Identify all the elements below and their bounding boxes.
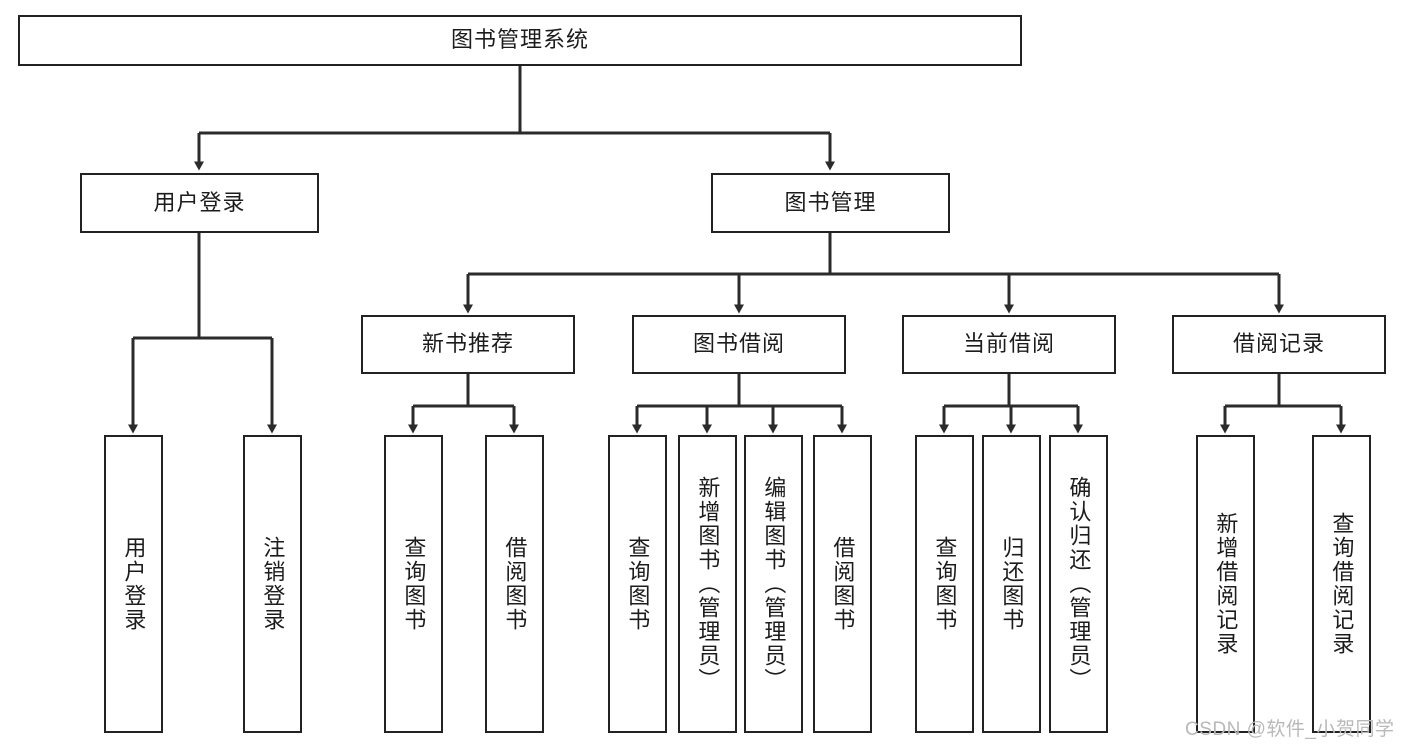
node-label: 编辑图书（管理员） <box>761 476 787 692</box>
node-current-borrow[interactable]: 当前借阅 <box>902 315 1116 374</box>
node-label: 图书借阅 <box>692 331 785 357</box>
node-label: 确认归还（管理员） <box>1066 476 1092 692</box>
leaf-query-borrow-record[interactable]: 查询借阅记录 <box>1312 435 1371 733</box>
csdn-watermark: CSDN @软件_小贺同学 <box>1185 719 1395 740</box>
node-label: 归还图书 <box>999 536 1025 632</box>
leaf-borrow-book-recommend[interactable]: 借阅图书 <box>485 435 544 733</box>
node-book-management[interactable]: 图书管理 <box>711 173 950 233</box>
node-book-borrow[interactable]: 图书借阅 <box>632 315 846 374</box>
node-label: 借阅图书 <box>502 536 528 632</box>
leaf-user-login[interactable]: 用户登录 <box>104 435 163 733</box>
node-user-login[interactable]: 用户登录 <box>80 173 319 233</box>
leaf-query-book-current[interactable]: 查询图书 <box>915 435 974 733</box>
node-label: 查询借阅记录 <box>1329 512 1355 656</box>
node-label: 用户登录 <box>121 536 147 632</box>
node-label: 查询图书 <box>401 536 427 632</box>
leaf-confirm-return-admin[interactable]: 确认归还（管理员） <box>1049 435 1108 733</box>
leaf-query-book-borrow[interactable]: 查询图书 <box>608 435 667 733</box>
node-label: 注销登录 <box>260 536 286 632</box>
leaf-query-book-recommend[interactable]: 查询图书 <box>384 435 443 733</box>
node-label: 新增图书（管理员） <box>695 476 721 692</box>
node-label: 新书推荐 <box>421 331 514 357</box>
node-root[interactable]: 图书管理系统 <box>18 15 1022 66</box>
node-label: 查询图书 <box>625 536 651 632</box>
node-label: 新增借阅记录 <box>1213 512 1239 656</box>
node-label: 借阅记录 <box>1232 331 1325 357</box>
leaf-return-book[interactable]: 归还图书 <box>982 435 1041 733</box>
node-new-book-recommend[interactable]: 新书推荐 <box>361 315 575 374</box>
leaf-borrow-book[interactable]: 借阅图书 <box>813 435 872 733</box>
node-label: 图书管理系统 <box>450 27 589 53</box>
leaf-edit-book-admin[interactable]: 编辑图书（管理员） <box>744 435 803 733</box>
node-label: 用户登录 <box>153 189 246 215</box>
leaf-logout[interactable]: 注销登录 <box>243 435 302 733</box>
leaf-add-book-admin[interactable]: 新增图书（管理员） <box>678 435 737 733</box>
leaf-add-borrow-record[interactable]: 新增借阅记录 <box>1196 435 1255 733</box>
node-borrow-record[interactable]: 借阅记录 <box>1172 315 1386 374</box>
node-label: 图书管理 <box>784 189 877 215</box>
node-label: 查询图书 <box>932 536 958 632</box>
node-label: 借阅图书 <box>830 536 856 632</box>
node-label: 当前借阅 <box>962 331 1055 357</box>
